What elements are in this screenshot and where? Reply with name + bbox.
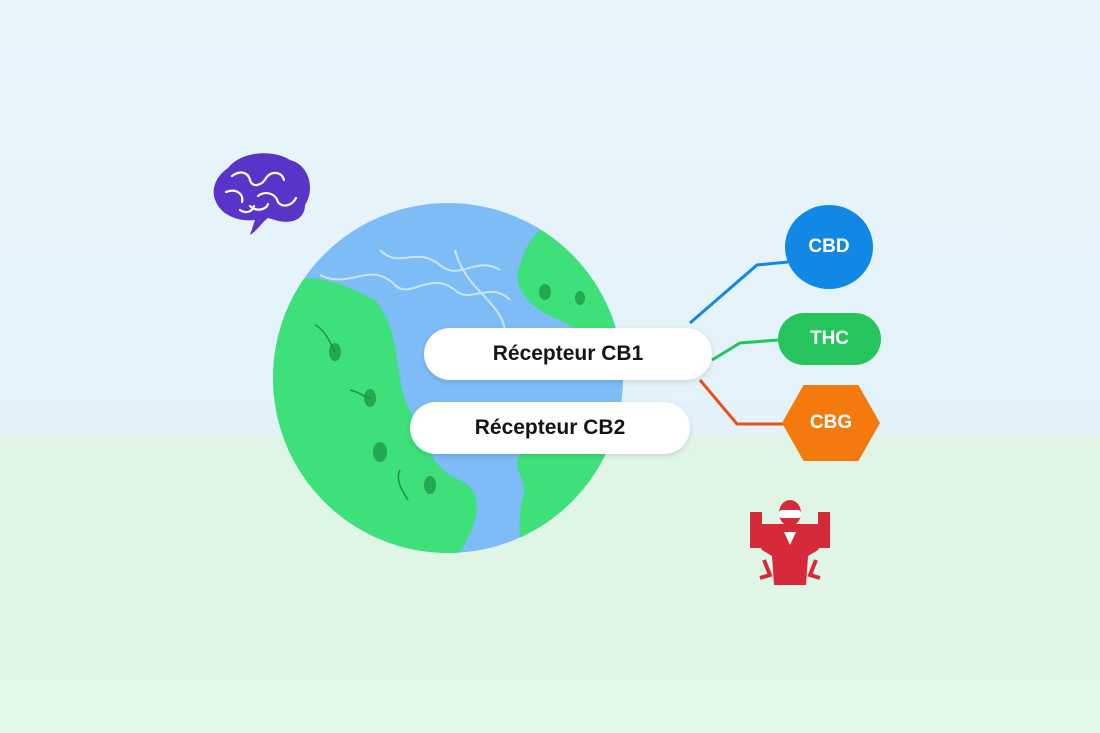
globe-icon (273, 203, 623, 553)
cbd-connector (689, 260, 789, 325)
human-body-icon (750, 500, 830, 585)
cbg-node: CBG (782, 385, 880, 461)
cbg-connector (698, 379, 784, 426)
thc-connector (711, 338, 779, 362)
brain-icon (213, 153, 310, 235)
cbd-node: CBD (785, 205, 873, 289)
receptor-cb1-label: Récepteur CB1 (424, 328, 712, 380)
receptor-cb2-label: Récepteur CB2 (410, 402, 690, 454)
thc-node: THC (778, 313, 881, 365)
